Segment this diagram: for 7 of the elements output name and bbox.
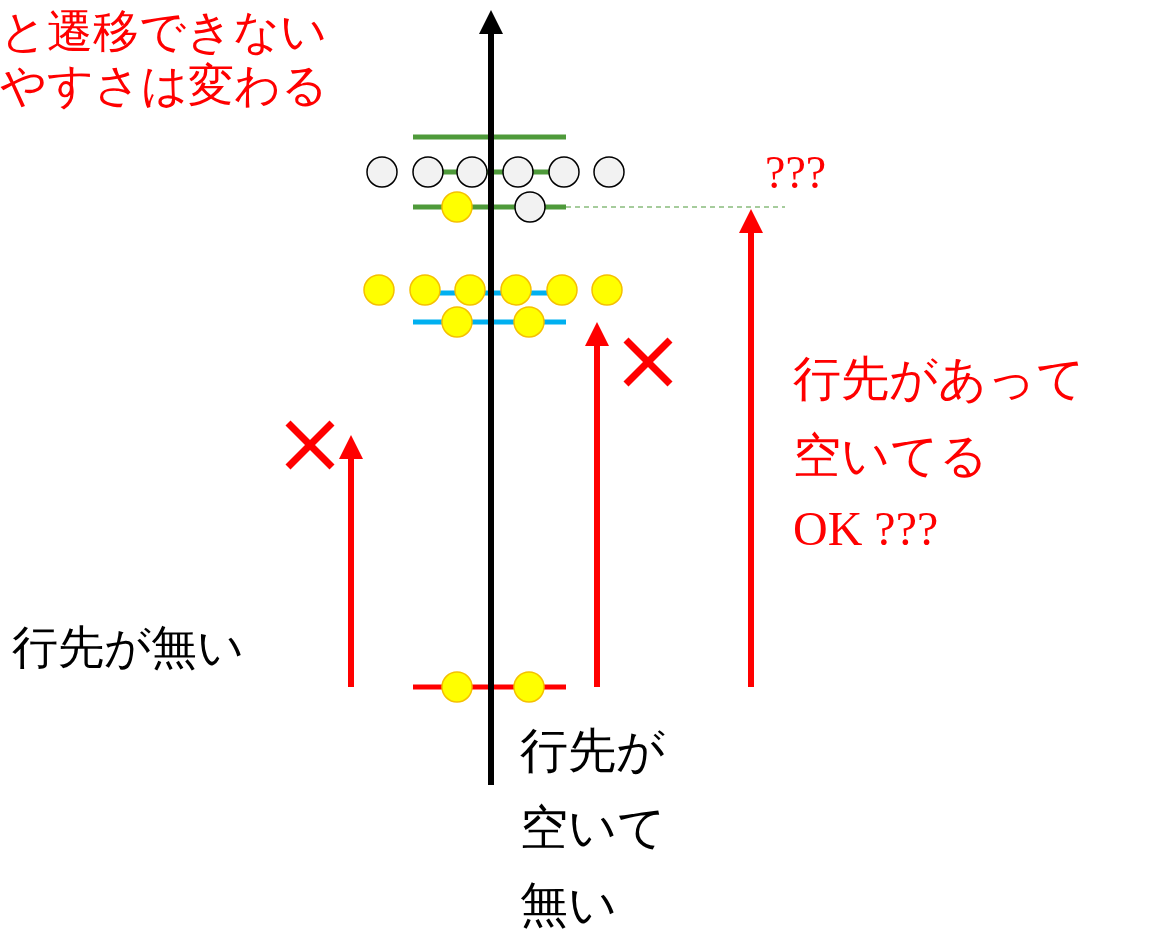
- note-text: やすさは変わる: [0, 58, 328, 114]
- transition-note: 行先が空いて無い: [520, 721, 667, 930]
- transition-note: OK ???: [793, 501, 939, 557]
- transition-note: 行先が無い: [12, 620, 244, 676]
- question-marks: ???: [765, 146, 827, 200]
- transition-note: 行先があって空いてる: [793, 349, 1086, 485]
- note-text: と遷移できない: [0, 4, 327, 60]
